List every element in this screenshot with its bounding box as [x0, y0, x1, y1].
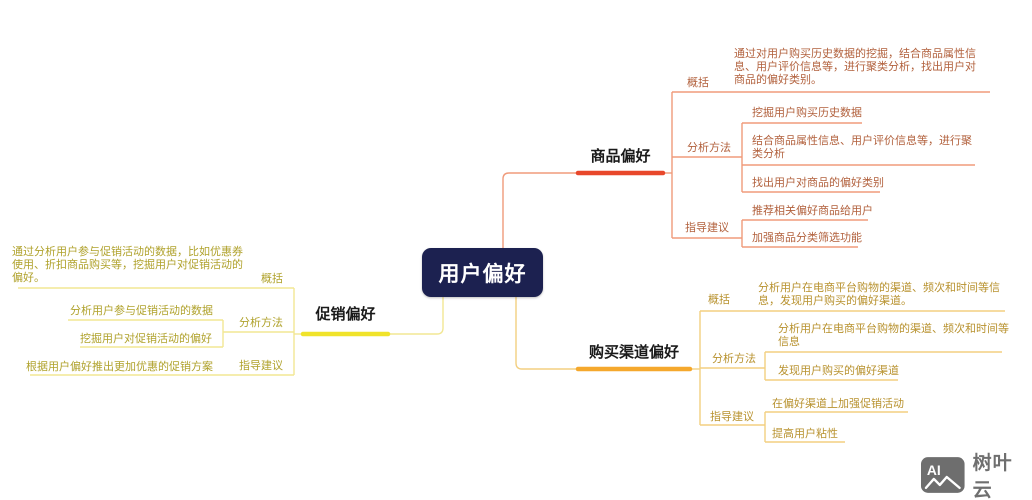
- channel-advice-item[interactable]: 在偏好渠道上加强促销活动: [772, 398, 904, 410]
- channel-method-item[interactable]: 发现用户购买的偏好渠道: [778, 365, 899, 377]
- product-method-item[interactable]: 挖掘用户购买历史数据: [752, 107, 862, 119]
- watermark: AI 树叶云: [920, 448, 1032, 500]
- product-connectors: [502, 91, 990, 248]
- product-advice-label[interactable]: 指导建议: [685, 222, 729, 234]
- promotion-advice-label[interactable]: 指导建议: [239, 360, 283, 372]
- shuyeyun-logo-icon: AI: [920, 457, 965, 493]
- svg-text:AI: AI: [927, 462, 941, 478]
- product-overview-label[interactable]: 概括: [687, 77, 709, 89]
- channel-advice-item[interactable]: 提高用户粘性: [772, 428, 838, 440]
- product-method-item[interactable]: 结合商品属性信息、用户评价信息等，进行聚类分析: [752, 135, 972, 160]
- promotion-overview-text[interactable]: 通过分析用户参与促销活动的数据，比如优惠券使用、折扣商品购买等，挖掘用户对促销活…: [12, 246, 243, 284]
- central-node[interactable]: 用户偏好: [422, 248, 543, 297]
- promotion-method-item[interactable]: 挖掘用户对促销活动的偏好: [80, 333, 212, 345]
- channel-overview-text[interactable]: 分析用户在电商平台购物的渠道、频次和时间等信息，发现用户购买的偏好渠道。: [758, 282, 1000, 307]
- promotion-method-label[interactable]: 分析方法: [239, 317, 283, 329]
- promotion-method-item[interactable]: 分析用户参与促销活动的数据: [70, 305, 213, 317]
- product-method-item[interactable]: 找出用户对商品的偏好类别: [752, 177, 884, 189]
- product-advice-item[interactable]: 推荐相关偏好商品给用户: [752, 205, 873, 217]
- channel-method-item[interactable]: 分析用户在电商平台购物的渠道、频次和时间等信息: [778, 323, 1009, 348]
- channel-advice-label[interactable]: 指导建议: [710, 411, 754, 423]
- promotion-advice-item[interactable]: 根据用户偏好推出更加优惠的促销方案: [26, 361, 213, 373]
- product-overview-text[interactable]: 通过对用户购买历史数据的挖掘，结合商品属性信息、用户评价信息等，进行聚类分析，找…: [734, 48, 976, 86]
- channel-overview-label[interactable]: 概括: [708, 294, 730, 306]
- branch-title-channel[interactable]: 购买渠道偏好: [588, 344, 679, 361]
- product-method-label[interactable]: 分析方法: [687, 142, 731, 154]
- channel-method-label[interactable]: 分析方法: [712, 353, 756, 365]
- watermark-brand-text: 树叶云: [972, 453, 1013, 500]
- channel-connectors: [515, 297, 1005, 443]
- branch-title-product[interactable]: 商品偏好: [590, 148, 651, 165]
- product-advice-item[interactable]: 加强商品分类筛选功能: [752, 232, 862, 244]
- promotion-overview-label[interactable]: 概括: [261, 273, 283, 285]
- branch-title-promotion[interactable]: 促销偏好: [315, 306, 376, 323]
